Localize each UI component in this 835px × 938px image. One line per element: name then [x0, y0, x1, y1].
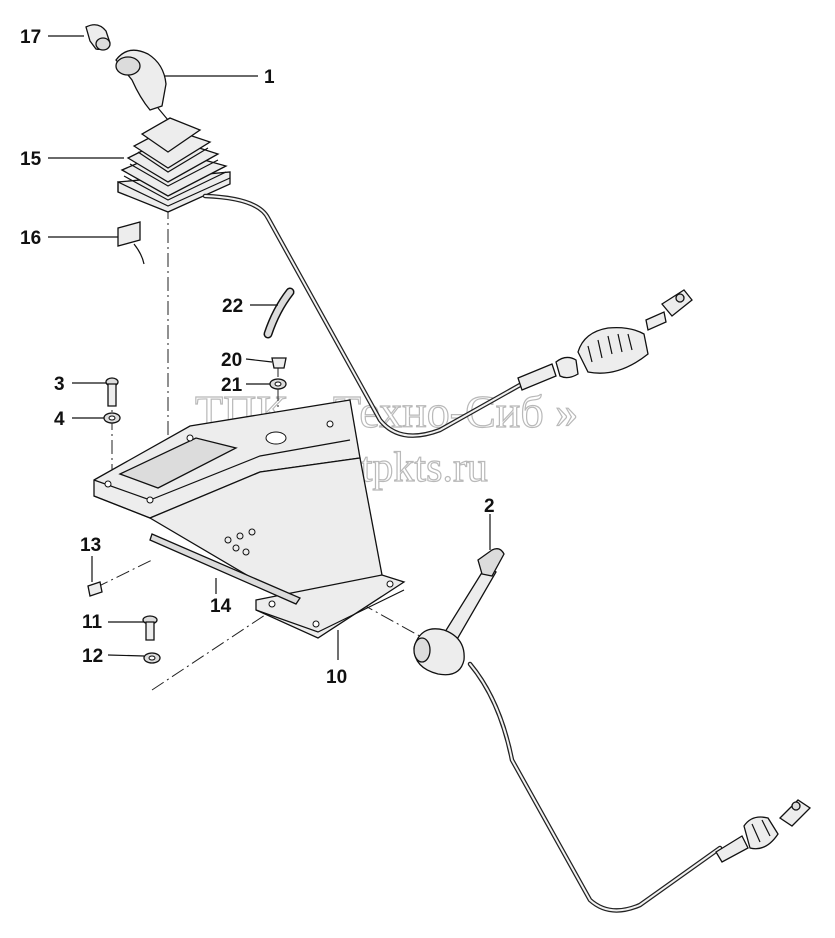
callout-11: 11: [82, 612, 103, 633]
callout-21: 21: [221, 375, 243, 396]
callout-16: 16: [20, 228, 41, 249]
part-4-washer: [103, 412, 121, 424]
part-13-screw: [87, 581, 103, 597]
part-21-washer: [269, 378, 287, 390]
callout-2: 2: [484, 496, 495, 517]
part-17-knob-cap: [85, 24, 111, 51]
callout-3: 3: [54, 374, 65, 395]
part-10-bracket: [93, 399, 406, 639]
part-3-bolt: [105, 377, 119, 407]
part-12-washer: [143, 652, 161, 664]
part-22-hose: [263, 287, 295, 339]
part-1-lever-knob: [115, 49, 169, 129]
leader-lines: [48, 35, 491, 660]
part-11-bolt: [142, 615, 158, 641]
part-16-switch: [117, 221, 145, 265]
part-2-hand-lever: [413, 548, 812, 913]
callout-1: 1: [264, 67, 275, 88]
callout-14: 14: [210, 596, 232, 617]
upper-control-cable: [202, 193, 693, 438]
callouts: 17 1 15 16 22 20 21 3 4 2 13 14 11 12 10: [20, 27, 495, 688]
callout-4: 4: [54, 409, 65, 430]
callout-17: 17: [20, 27, 41, 48]
callout-20: 20: [221, 350, 242, 371]
part-14-seal-strip: [149, 533, 301, 605]
part-20-plug: [271, 357, 287, 369]
callout-15: 15: [20, 149, 42, 170]
callout-13: 13: [80, 535, 101, 556]
part-15-rubber-boot: [117, 117, 231, 213]
callout-10: 10: [326, 667, 347, 688]
callout-22: 22: [222, 296, 243, 317]
callout-12: 12: [82, 646, 103, 667]
